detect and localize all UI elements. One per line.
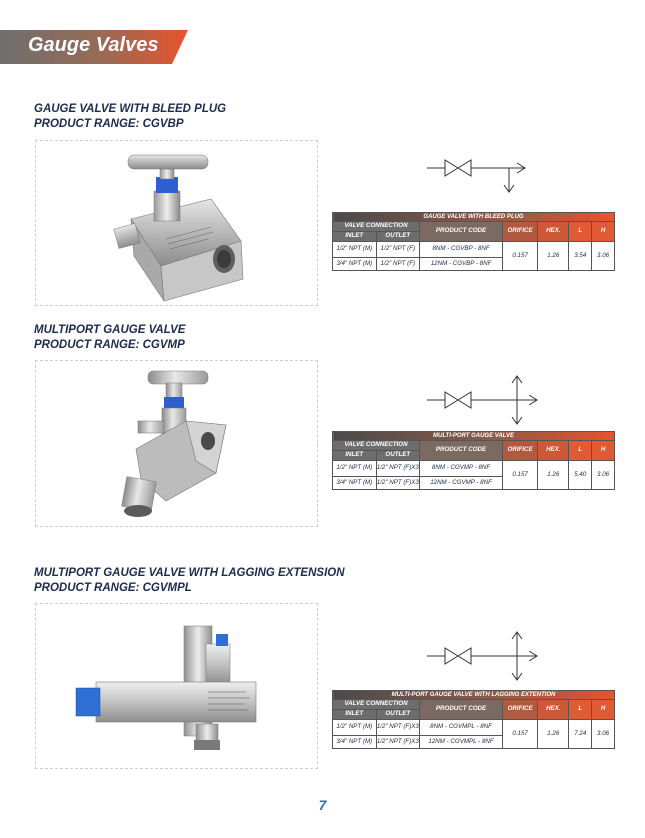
header-h: H <box>591 440 615 461</box>
header-h: H <box>591 699 615 720</box>
section-1-photo <box>35 140 318 306</box>
cell-code: 8NM - CGVMP - 8NF <box>419 460 503 477</box>
cell-inlet: 1/2" NPT (M) <box>332 460 377 477</box>
cell-outlet: 1/2" NPT (F) <box>375 241 421 258</box>
cell-inlet: 3/4" NPT (M) <box>332 257 377 271</box>
header-orifice: ORIFICE <box>501 221 539 242</box>
table-row: 1/2" NPT (M) 1/2" NPT (F)X3 8NM - CGVMP … <box>332 460 615 490</box>
header-hex: HEX. <box>537 221 570 242</box>
cell-outlet: 1/2" NPT (F)X3 <box>375 719 421 736</box>
table-row: 1/2" NPT (M) 1/2" NPT (F)X3 8NM - CGVMPL… <box>332 719 615 749</box>
multiport-valve-icon <box>121 370 227 517</box>
cell-code: 12NM - CGVMP - 8NF <box>419 476 503 490</box>
cell-orifice: 0.157 <box>501 719 539 749</box>
cell-outlet: 1/2" NPT (F) <box>375 257 421 271</box>
cell-inlet: 3/4" NPT (M) <box>332 476 377 490</box>
table-caption: MULTI-PORT GAUGE VALVE <box>332 431 615 441</box>
valve-symbol-bleed-icon <box>427 159 526 193</box>
header-product-code: PRODUCT CODE <box>419 699 503 720</box>
table-row: 3/4" NPT (M) 1/2" NPT (F)X3 12NM - CGVMP… <box>332 735 615 749</box>
banner-shape <box>0 30 188 64</box>
table-caption: GAUGE VALVE WITH BLEED PLUG <box>332 212 615 222</box>
header-product-code: PRODUCT CODE <box>419 221 503 242</box>
cell-l: 3.54 <box>568 241 593 271</box>
cell-h: 3.06 <box>591 719 615 749</box>
header-hex: HEX. <box>537 699 570 720</box>
header-inlet: INLET <box>332 450 377 461</box>
cell-l: 5.40 <box>568 460 593 490</box>
header-l: L <box>568 440 593 461</box>
table-row: 1/2" NPT (M) 1/2" NPT (F) 8NM - CGVBP - … <box>332 241 615 271</box>
header-valve-connection: VALVE CONNECTION <box>331 440 421 451</box>
cell-code: 12NM - CGVBP - 8NF <box>419 257 503 271</box>
cell-outlet: 1/2" NPT (F)X3 <box>375 460 421 477</box>
header-hex: HEX. <box>537 440 570 461</box>
valve-symbol-lagging-icon <box>427 631 538 681</box>
cell-inlet: 1/2" NPT (M) <box>332 241 377 258</box>
header-outlet: OUTLET <box>375 709 421 720</box>
section-banner: Gauge Valves <box>0 30 188 64</box>
header-orifice: ORIFICE <box>501 699 539 720</box>
multiport-lagging-valve-icon <box>75 625 257 750</box>
section-2-title: MULTIPORT GAUGE VALVE PRODUCT RANGE: CGV… <box>34 323 185 353</box>
header-h: H <box>591 221 615 242</box>
cell-hex: 1.26 <box>537 241 570 271</box>
spec-table-cgvmpl: MULTI-PORT GAUGE VALVE WITH LAGGING EXTE… <box>331 690 615 749</box>
cell-h: 3.06 <box>591 241 615 271</box>
cell-orifice: 0.157 <box>501 241 539 271</box>
section-3-range: PRODUCT RANGE: CGVMPL <box>34 582 192 594</box>
cell-outlet: 1/2" NPT (F)X3 <box>375 476 421 490</box>
section-3-photo <box>35 603 318 769</box>
section-2-photo <box>35 360 318 527</box>
spec-table-cgvbp: GAUGE VALVE WITH BLEED PLUG VALVE CONNEC… <box>331 212 615 271</box>
cell-code: 8NM - CGVBP - 8NF <box>419 241 503 258</box>
section-1-range: PRODUCT RANGE: CGVBP <box>34 118 184 130</box>
section-1-title: GAUGE VALVE WITH BLEED PLUG PRODUCT RANG… <box>34 102 226 132</box>
section-2-range: PRODUCT RANGE: CGVMP <box>34 339 185 351</box>
header-orifice: ORIFICE <box>501 440 539 461</box>
valve-symbol-multiport-icon <box>427 375 538 425</box>
table-row: 3/4" NPT (M) 1/2" NPT (F)X3 12NM - CGVMP… <box>332 476 615 490</box>
header-l: L <box>568 699 593 720</box>
cell-code: 8NM - CGVMPL - 8NF <box>419 719 503 736</box>
cell-orifice: 0.157 <box>501 460 539 490</box>
page-number: 7 <box>318 797 327 813</box>
cell-outlet: 1/2" NPT (F)X3 <box>375 735 421 749</box>
section-1-name: GAUGE VALVE WITH BLEED PLUG <box>34 103 227 115</box>
table-caption: MULTI-PORT GAUGE VALVE WITH LAGGING EXTE… <box>332 690 615 700</box>
header-inlet: INLET <box>332 709 377 720</box>
cell-hex: 1.26 <box>537 719 570 749</box>
cell-l: 7.24 <box>568 719 593 749</box>
header-l: L <box>568 221 593 242</box>
cell-hex: 1.26 <box>537 460 570 490</box>
header-product-code: PRODUCT CODE <box>419 440 503 461</box>
cell-h: 3.06 <box>591 460 615 490</box>
header-valve-connection: VALVE CONNECTION <box>331 699 421 710</box>
header-outlet: OUTLET <box>375 231 421 242</box>
section-3-title: MULTIPORT GAUGE VALVE WITH LAGGING EXTEN… <box>34 566 345 596</box>
cell-inlet: 1/2" NPT (M) <box>332 719 377 736</box>
section-3-name: MULTIPORT GAUGE VALVE WITH LAGGING EXTEN… <box>34 567 345 579</box>
spec-table-cgvmp: MULTI-PORT GAUGE VALVE VALVE CONNECTION … <box>331 431 615 490</box>
header-inlet: INLET <box>332 231 377 242</box>
header-valve-connection: VALVE CONNECTION <box>331 221 421 232</box>
header-outlet: OUTLET <box>375 450 421 461</box>
table-row: 3/4" NPT (M) 1/2" NPT (F) 12NM - CGVBP -… <box>332 257 615 271</box>
page-title: Gauge Valves <box>28 34 159 56</box>
needle-valve-bleed-plug-icon <box>113 154 244 302</box>
cell-inlet: 3/4" NPT (M) <box>332 735 377 749</box>
section-2-name: MULTIPORT GAUGE VALVE <box>34 324 186 336</box>
cell-code: 12NM - CGVMPL - 8NF <box>419 735 503 749</box>
